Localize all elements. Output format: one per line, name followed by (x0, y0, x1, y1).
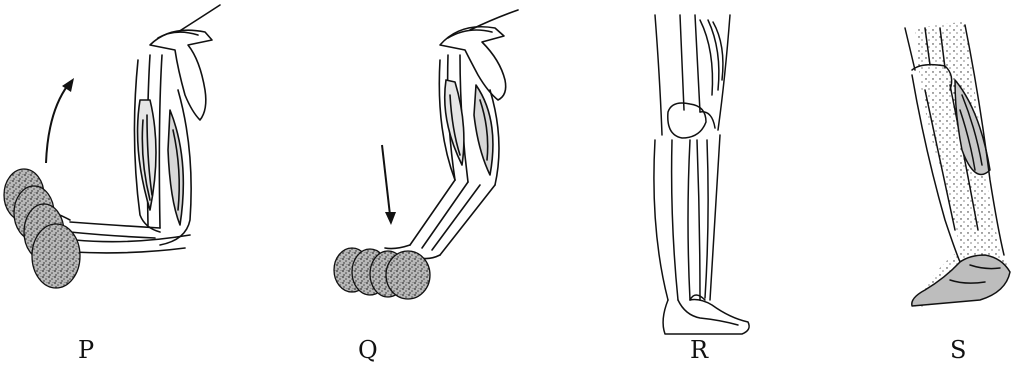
panel-label-q: Q (358, 336, 378, 364)
panel-q-dumbbell (334, 248, 430, 299)
panel-q-arm-extended (385, 10, 518, 259)
panel-label-s: S (950, 336, 966, 364)
panel-p-dumbbell (4, 169, 80, 288)
panel-r-leg-bones (654, 15, 749, 334)
panel-s-leg-muscles (905, 22, 1010, 308)
panel-label-r: R (690, 336, 708, 364)
panel-q-motion-arrow-down (382, 145, 396, 225)
panel-p-arm-flexed (45, 5, 220, 254)
panel-label-p: P (78, 336, 94, 364)
panel-p-motion-arrow-up (46, 78, 74, 163)
